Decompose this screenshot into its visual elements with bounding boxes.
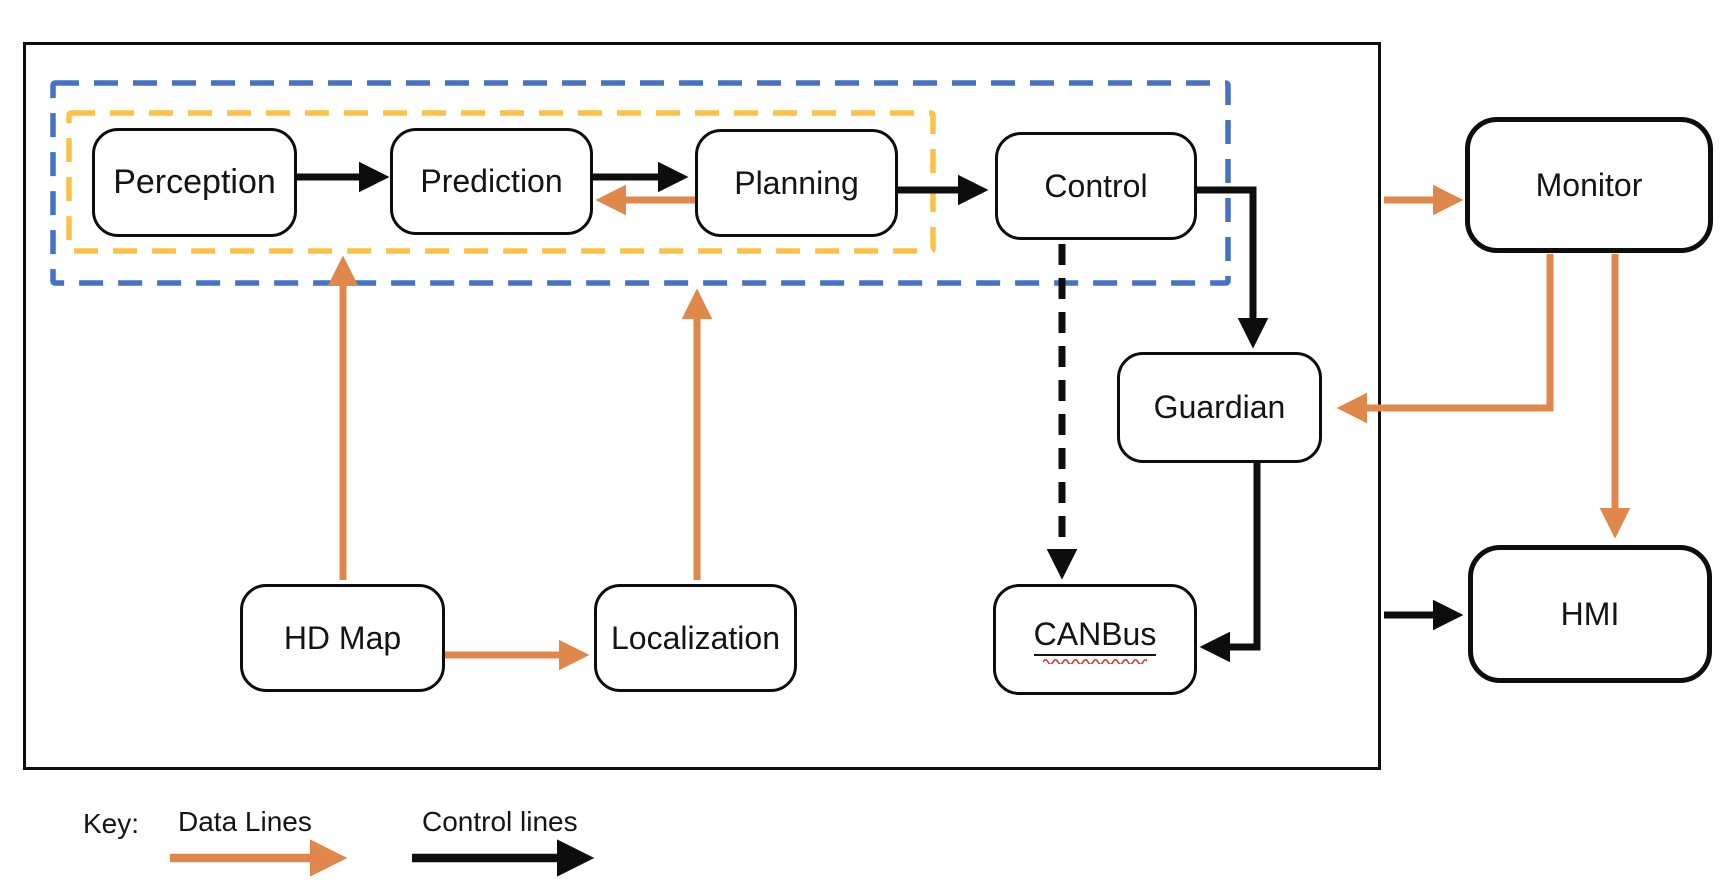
legend-data-lines-label: Data Lines bbox=[178, 806, 312, 837]
group-inner-dashed-yellow bbox=[66, 110, 936, 254]
node-canbus-label-wrap: CANBus bbox=[1033, 616, 1157, 664]
node-localization-label: Localization bbox=[611, 619, 780, 656]
node-canbus: CANBus bbox=[993, 584, 1197, 695]
node-guardian: Guardian bbox=[1117, 352, 1322, 463]
node-prediction: Prediction bbox=[390, 128, 593, 235]
arrow-monitor-to-guardian bbox=[1336, 254, 1554, 424]
arrow-guardian-to-canbus bbox=[1199, 463, 1261, 663]
node-localization: Localization bbox=[594, 584, 797, 692]
node-hmi-label: HMI bbox=[1560, 595, 1620, 632]
node-guardian-label: Guardian bbox=[1153, 389, 1286, 425]
node-hdmap: HD Map bbox=[240, 584, 445, 692]
node-perception-label: Perception bbox=[113, 163, 276, 201]
group-outer-dashed-blue bbox=[50, 80, 1231, 286]
spellcheck-squiggle-icon bbox=[1042, 658, 1147, 664]
node-hmi: HMI bbox=[1468, 545, 1712, 683]
node-prediction-label: Prediction bbox=[420, 163, 563, 199]
node-canbus-label: CANBus bbox=[1033, 616, 1157, 656]
node-perception: Perception bbox=[92, 128, 297, 237]
legend-title: Key: bbox=[83, 808, 140, 839]
node-planning-label: Planning bbox=[734, 164, 859, 201]
legend-control-lines-label: Control lines bbox=[422, 806, 578, 837]
node-planning: Planning bbox=[695, 129, 898, 237]
node-monitor-label: Monitor bbox=[1535, 166, 1643, 203]
node-hdmap-label: HD Map bbox=[283, 619, 402, 656]
arrow-control-to-guardian bbox=[1197, 186, 1269, 349]
node-control: Control bbox=[995, 132, 1197, 240]
node-monitor: Monitor bbox=[1465, 117, 1713, 253]
node-control-label: Control bbox=[1044, 167, 1148, 204]
